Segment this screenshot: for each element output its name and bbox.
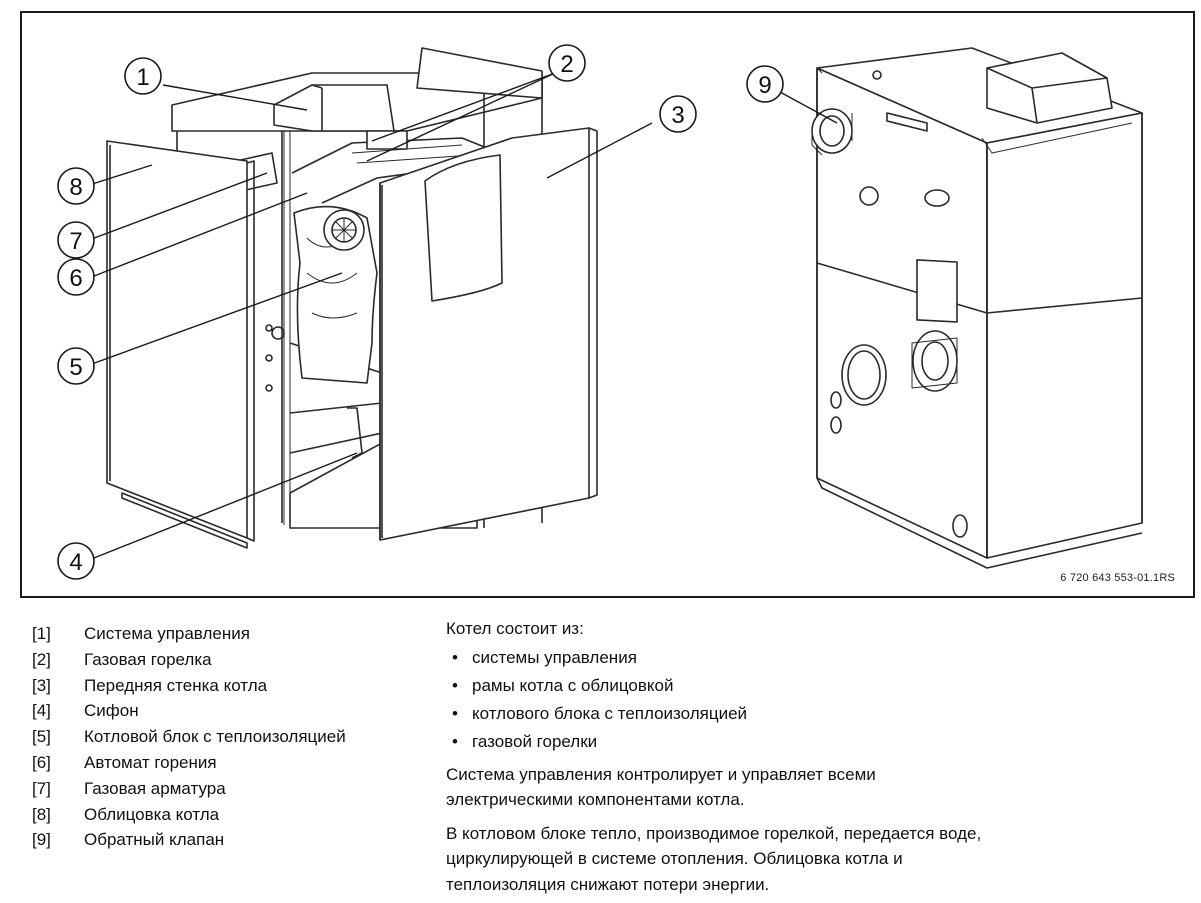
figure-frame: 1 2 3 4 5 6 7 8 <box>20 11 1195 598</box>
legend-list: [1] Система управления [2] Газовая горелка… <box>32 621 346 853</box>
legend-key: [9] <box>32 830 51 850</box>
legend-item: [3] Передняя стенка котла <box>32 673 346 699</box>
legend-item: [6] Автомат горения <box>32 750 346 776</box>
paragraph-boiler-block: В котловом блоке тепло, производимое гор… <box>446 821 1086 898</box>
component-label: котлового блока с теплоизоляцией <box>472 703 748 723</box>
paragraph-line: электрическими компонентами котла. <box>446 790 745 809</box>
component-label: рамы котла с облицовкой <box>472 675 674 695</box>
boiler-illustration: 1 2 3 4 5 6 7 8 <box>57 44 1143 580</box>
legend-key: [7] <box>32 778 51 798</box>
legend-key: [1] <box>32 624 51 643</box>
legend-item: [2] Газовая горелка <box>32 647 346 673</box>
leader-lines <box>88 72 838 561</box>
paragraph-line: циркулирующей в системе отопления. Облиц… <box>446 849 903 868</box>
boiler-back-view <box>811 47 1143 569</box>
legend-label: Облицовка котла <box>84 804 220 824</box>
callout-7-number: 7 <box>69 228 82 255</box>
component-item: • системы управления <box>446 644 1086 672</box>
legend-label: Газовая горелка <box>84 649 212 669</box>
callout-3-number: 3 <box>671 102 684 129</box>
legend-item: [4] Сифон <box>32 698 346 724</box>
legend-label: Автомат горения <box>84 752 217 772</box>
component-item: • газовой горелки <box>446 728 1086 756</box>
callout-2-number: 2 <box>560 51 573 78</box>
component-item: • рамы котла с облицовкой <box>446 672 1086 700</box>
callout-1: 1 <box>124 57 162 95</box>
legend-key: [5] <box>32 727 51 747</box>
bullet-glyph: • <box>452 731 458 751</box>
legend-item: [8] Облицовка котла <box>32 802 346 828</box>
legend-item: [1] Система управления <box>32 621 346 647</box>
callout-5-number: 5 <box>69 354 82 381</box>
legend-key: [8] <box>32 804 51 824</box>
legend-label: Газовая арматура <box>84 778 226 798</box>
component-item: • котлового блока с теплоизоляцией <box>446 700 1086 728</box>
callout-8: 8 <box>57 167 95 205</box>
paragraph-line: В котловом блоке тепло, производимое гор… <box>446 823 982 843</box>
component-label: системы управления <box>472 647 637 667</box>
callout-5: 5 <box>57 347 95 385</box>
bullet-glyph: • <box>452 647 458 667</box>
figure-code: 6 720 643 553-01.1RS <box>1060 572 1175 584</box>
legend-key: [2] <box>32 649 51 669</box>
legend-key: [4] <box>32 701 51 721</box>
legend-label: Обратный клапан <box>84 830 225 850</box>
bullet-glyph: • <box>452 703 458 723</box>
callout-9: 9 <box>746 65 784 103</box>
legend-key: [6] <box>32 752 51 772</box>
legend-item: [9] Обратный клапан <box>32 827 346 853</box>
paragraph-control-system: Система управления контролирует и управл… <box>446 762 1086 813</box>
legend-label: Сифон <box>84 701 139 721</box>
paragraph-line: теплоизоляция снижают потери энергии. <box>446 874 770 894</box>
legend-item: [5] Котловой блок с теплоизоляцией <box>32 724 346 750</box>
callout-6-number: 6 <box>69 265 82 292</box>
callout-8-number: 8 <box>69 174 82 201</box>
description-intro: Котел состоит из: <box>446 619 584 638</box>
legend-item: [7] Газовая арматура <box>32 776 346 802</box>
legend-label: Передняя стенка котла <box>84 675 268 695</box>
callout-2: 2 <box>548 44 586 82</box>
bullet-glyph: • <box>452 675 458 695</box>
callout-9-number: 9 <box>758 72 771 99</box>
callout-4: 4 <box>57 542 95 580</box>
callout-6: 6 <box>57 258 95 296</box>
component-label: газовой горелки <box>472 731 598 751</box>
legend-label: Система управления <box>84 624 250 643</box>
component-list: • системы управления • рамы котла с облицо… <box>446 644 1086 756</box>
description-text: Котел состоит из: • системы управления • р… <box>446 616 1086 897</box>
callout-1-number: 1 <box>136 64 149 91</box>
legend-key: [3] <box>32 675 51 695</box>
callout-3: 3 <box>659 95 697 133</box>
paragraph-line: Система управления контролирует и управл… <box>446 764 876 784</box>
callout-7: 7 <box>57 221 95 259</box>
callout-4-number: 4 <box>69 549 82 576</box>
legend-label: Котловой блок с теплоизоляцией <box>84 727 346 747</box>
boiler-front-view <box>106 47 598 549</box>
